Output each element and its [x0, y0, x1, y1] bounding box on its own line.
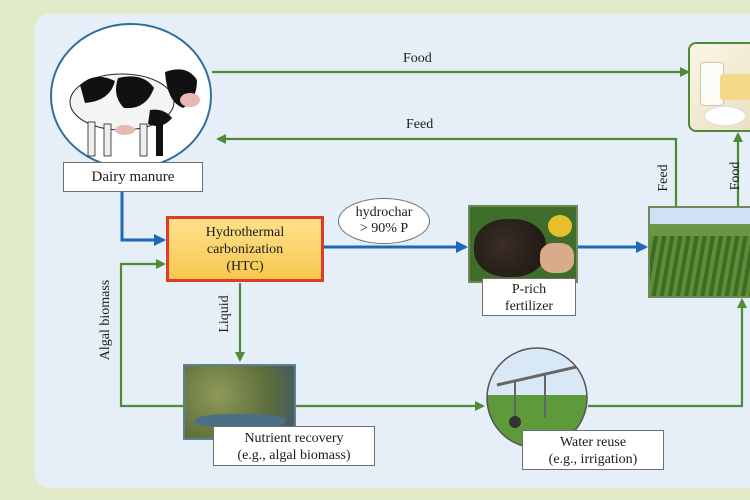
manure-to-htc-arrow — [120, 192, 166, 246]
fertilizer-label: P-rich fertilizer — [482, 278, 576, 316]
dairy-products-image — [688, 42, 750, 132]
field-image — [648, 206, 750, 298]
food-flow-label: Food — [403, 51, 432, 66]
food-vertical-label: Food — [728, 161, 743, 191]
liquid-flow-label: Liquid — [217, 295, 232, 333]
algal-biomass-arrow — [119, 259, 183, 408]
dairy-manure-label: Dairy manure — [63, 162, 203, 192]
algal-biomass-label: Algal biomass — [98, 279, 113, 361]
water-to-field-arrow — [588, 298, 747, 408]
feed-vertical-label: Feed — [656, 164, 671, 192]
water-reuse-label: Water reuse (e.g., irrigation) — [522, 430, 664, 470]
feed-flow-label: Feed — [406, 117, 434, 132]
feed-arrow — [216, 134, 678, 206]
nutrient-recovery-label: Nutrient recovery (e.g., algal biomass) — [213, 426, 375, 466]
hydrochar-label: hydrochar > 90% P — [338, 198, 430, 244]
htc-process-box: Hydrothermal carbonization (HTC) — [166, 216, 324, 282]
fertilizer-image — [468, 205, 578, 283]
